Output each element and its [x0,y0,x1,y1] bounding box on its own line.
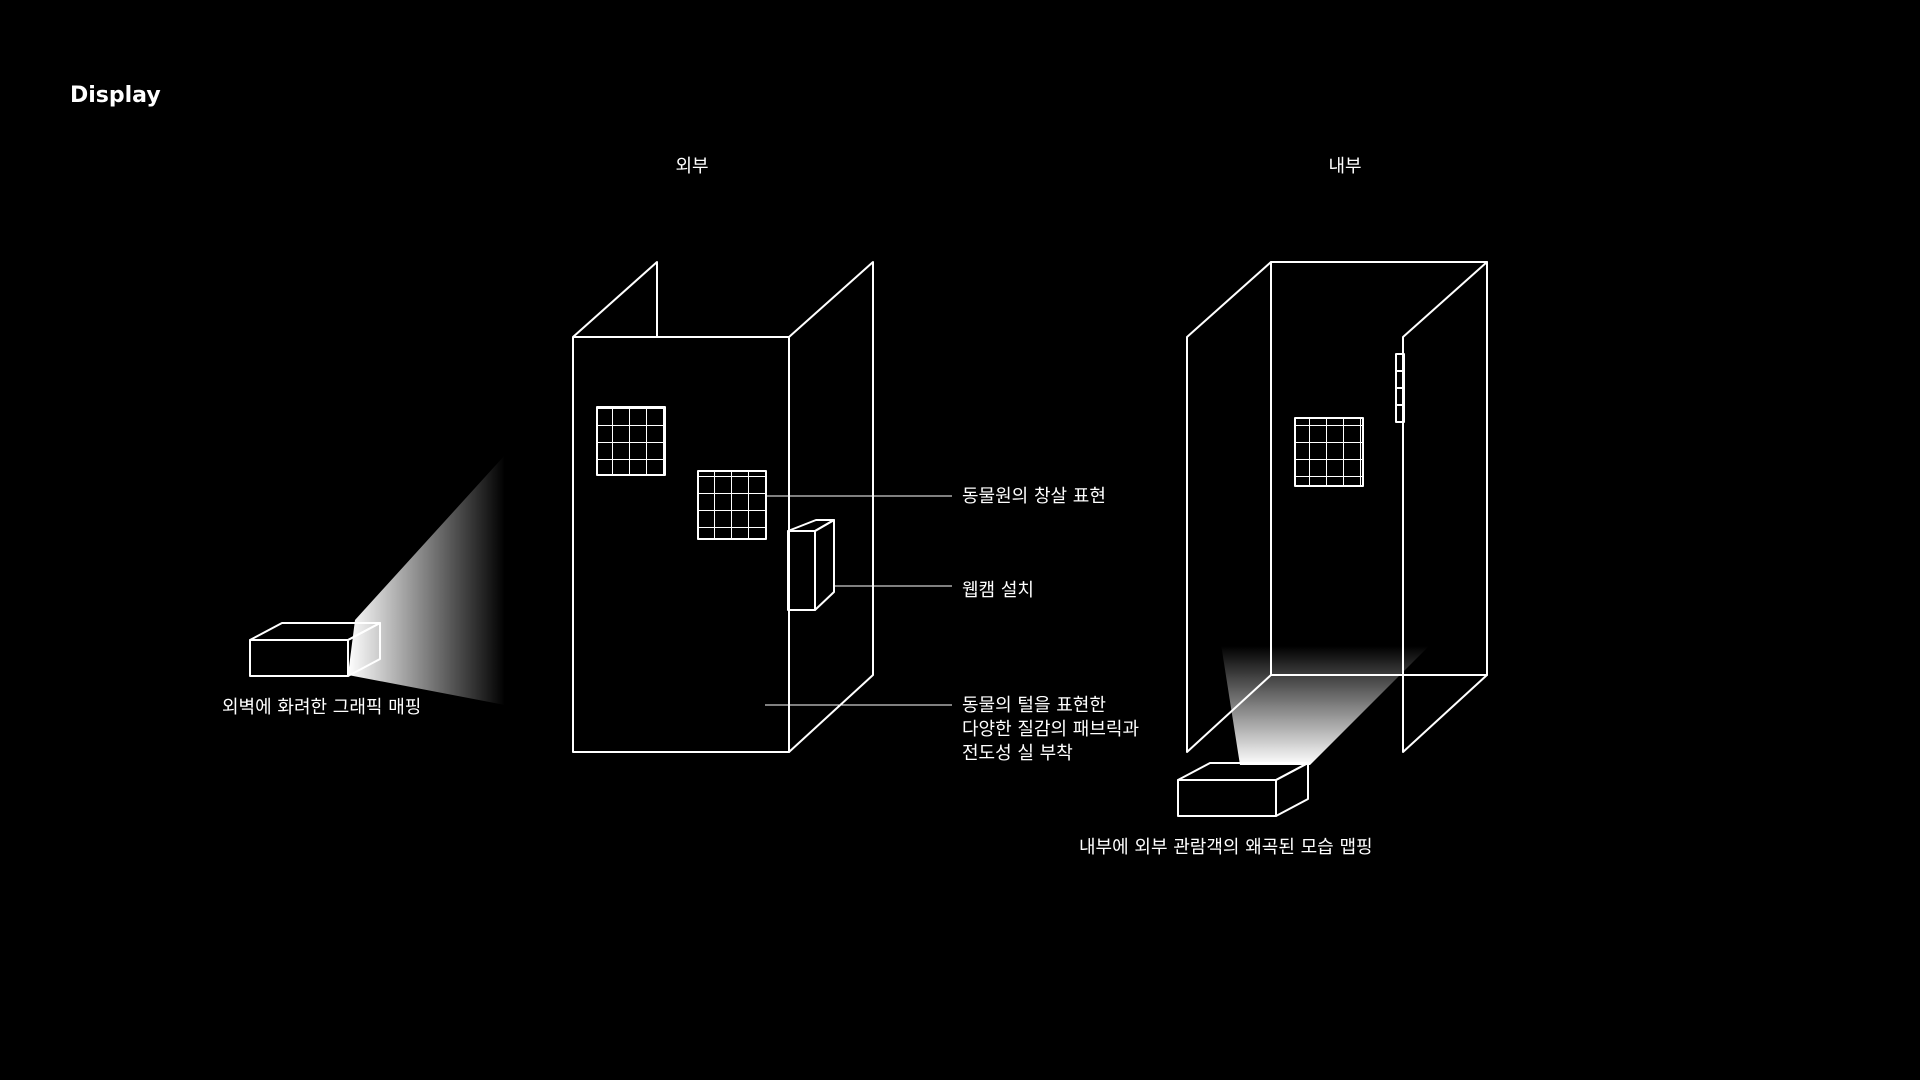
exterior-window-bars-lower [697,470,767,540]
exterior-booth [572,261,874,753]
interior-window-bars [1294,417,1364,487]
interior-booth [1186,261,1488,753]
exterior-projector-caption: 외벽에 화려한 그래픽 매핑 [222,697,421,718]
section-title-interior: 내부 [1328,156,1361,177]
exterior-projector [249,455,505,705]
annotation-window-bars: 동물원의 창살 표현 [962,486,1106,507]
annotation-fabric-line-1: 동물의 털을 표현한 [962,695,1106,716]
exterior-projection-beam [348,455,505,705]
interior-projector-caption: 내부에 외부 관람객의 왜곡된 모습 맵핑 [1079,837,1373,858]
section-title-exterior: 외부 [675,156,708,177]
exterior-window-bars-upper [596,406,666,476]
page-title: Display [70,83,161,108]
interior-projector [1177,762,1309,817]
annotation-fabric-line-2: 다양한 질감의 패브릭과 [962,719,1139,740]
interior-webcam [1395,353,1405,423]
annotation-fabric-line-3: 전도성 실 부착 [962,743,1073,764]
interior-projection-beam [1218,625,1450,765]
annotation-webcam: 웹캠 설치 [962,580,1034,601]
webcam-box [787,519,835,611]
